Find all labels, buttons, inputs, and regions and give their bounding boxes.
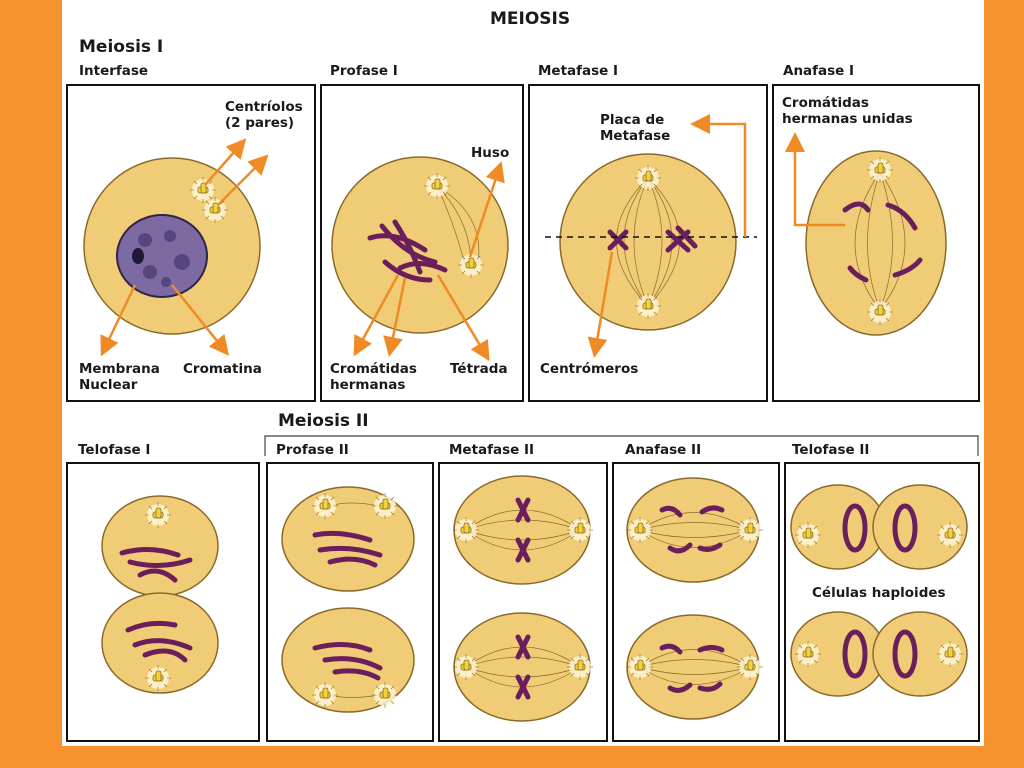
label-tetrada: Tétrada bbox=[450, 361, 508, 377]
label-centriolos-2: (2 pares) bbox=[225, 115, 295, 131]
label-cromatina: Cromatina bbox=[183, 361, 262, 377]
stage-title-interfase: Interfase bbox=[79, 63, 149, 79]
label-cromatidas-hermanas-2: hermanas bbox=[330, 377, 406, 393]
diagram-title: MEIOSIS bbox=[490, 9, 571, 29]
label-huso: Huso bbox=[471, 145, 510, 161]
cell-metafase-1 bbox=[559, 153, 737, 331]
stage-title-telofase-1: Telofase I bbox=[78, 442, 151, 458]
stage-title-profase-2: Profase II bbox=[276, 442, 349, 458]
cell-telofase-2-b bbox=[872, 484, 968, 570]
label-membrana-1: Membrana bbox=[79, 361, 160, 377]
label-membrana-2: Nuclear bbox=[79, 377, 138, 393]
label-cromatidas-unidas-1: Cromátidas bbox=[782, 95, 869, 111]
stage-title-metafase-2: Metafase II bbox=[449, 442, 535, 458]
label-cromatidas-unidas-2: hermanas unidas bbox=[782, 111, 913, 127]
nucleolus bbox=[132, 248, 144, 264]
stage-title-metafase-1: Metafase I bbox=[538, 63, 619, 79]
section-meiosis-1: Meiosis I bbox=[79, 37, 164, 57]
stage-title-anafase-2: Anafase II bbox=[625, 442, 702, 458]
cell-telofase-2-d bbox=[872, 611, 968, 697]
stage-title-anafase-1: Anafase I bbox=[783, 63, 855, 79]
cell-anafase-1 bbox=[805, 150, 947, 336]
label-centromeros: Centrómeros bbox=[540, 361, 639, 377]
label-celulas-haploides: Células haploides bbox=[812, 585, 946, 601]
stage-title-telofase-2: Telofase II bbox=[792, 442, 870, 458]
label-centriolos-1: Centríolos bbox=[225, 99, 303, 115]
nucleus bbox=[116, 214, 208, 298]
label-cromatidas-hermanas-1: Cromátidas bbox=[330, 361, 417, 377]
label-placa-2: Metafase bbox=[600, 128, 671, 144]
label-placa-1: Placa de bbox=[600, 112, 665, 128]
section-meiosis-2: Meiosis II bbox=[278, 411, 369, 431]
stage-title-profase-1: Profase I bbox=[330, 63, 398, 79]
